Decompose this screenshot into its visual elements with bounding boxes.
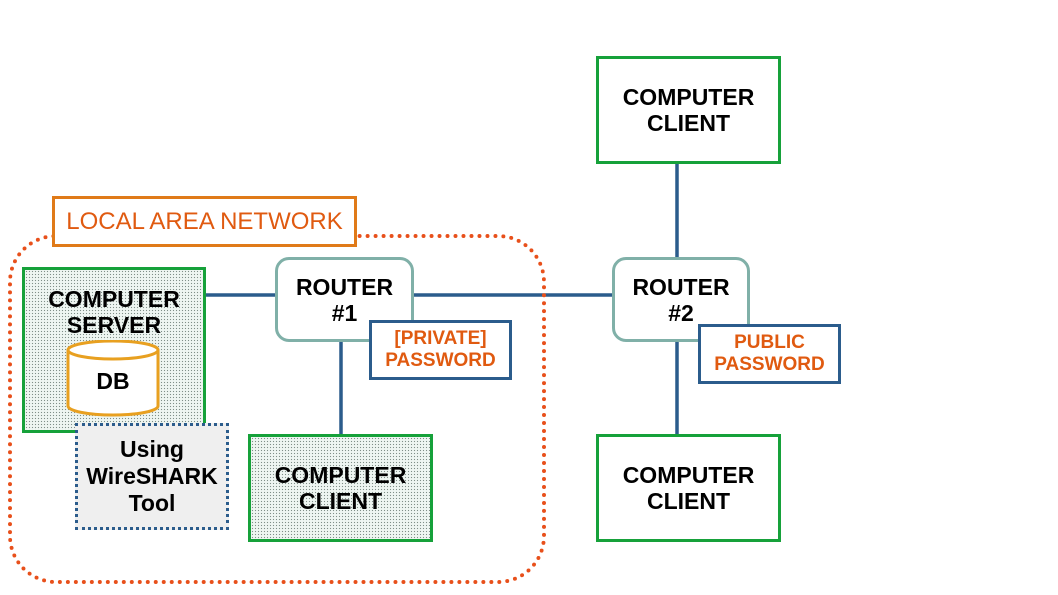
router1-password-line2: PASSWORD — [385, 350, 496, 371]
lan-title: LOCAL AREA NETWORK — [52, 196, 357, 247]
router2-label-line2: #2 — [668, 299, 694, 326]
client-top-line1: COMPUTER — [622, 84, 755, 110]
computer-client-bottom: COMPUTER CLIENT — [596, 434, 781, 542]
server-label-line2: SERVER — [66, 312, 162, 338]
wireshark-line2: WireSHARK — [86, 463, 218, 489]
computer-client-top: COMPUTER CLIENT — [596, 56, 781, 164]
server-label-line1: COMPUTER — [48, 286, 180, 312]
client-bottom-line2: CLIENT — [646, 488, 731, 514]
router1-label-line1: ROUTER — [295, 273, 394, 300]
client-bottom-line1: COMPUTER — [622, 462, 755, 488]
wireshark-tool-box: Using WireSHARK Tool — [75, 423, 229, 530]
router2-password-box: PUBLIC PASSWORD — [698, 324, 841, 384]
wireshark-line3: Tool — [128, 490, 176, 516]
router2-label-line1: ROUTER — [632, 273, 730, 300]
router1-password-box: [PRIVATE] PASSWORD — [369, 320, 512, 380]
router1-password-line1: [PRIVATE] — [394, 328, 487, 349]
wireshark-line1: Using — [120, 436, 184, 462]
router1-label-line2: #1 — [331, 299, 358, 326]
client-top-line2: CLIENT — [646, 110, 731, 136]
router2-password-line2: PASSWORD — [714, 354, 825, 375]
client-lan-line1: COMPUTER — [274, 462, 407, 488]
client-lan-line2: CLIENT — [298, 488, 383, 514]
computer-client-lan: COMPUTER CLIENT — [248, 434, 433, 542]
router-1: ROUTER #1 — [275, 257, 414, 342]
database-icon: DB — [66, 340, 160, 417]
db-label: DB — [96, 368, 130, 394]
router2-password-line1: PUBLIC — [734, 332, 805, 353]
